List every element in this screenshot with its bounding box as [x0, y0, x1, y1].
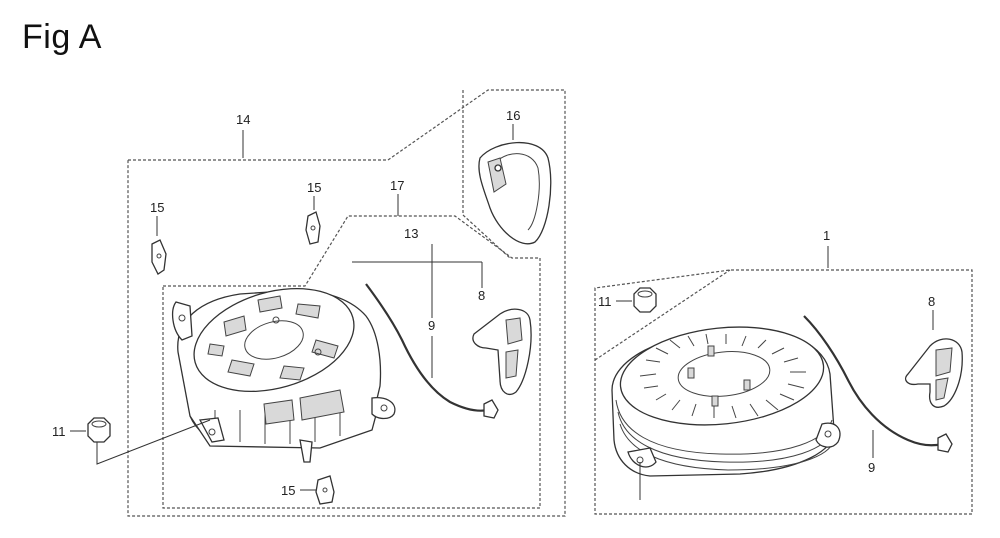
guard-part-16: [478, 141, 552, 245]
callout-8-right: 8: [928, 294, 935, 309]
assembly-14-boundary: [127, 89, 566, 517]
clip-part-15-mid: [305, 211, 321, 245]
starter-pulley-assembly: [171, 287, 396, 463]
callout-14: 14: [236, 112, 250, 127]
callout-13: 13: [404, 226, 418, 241]
clip-part-15-left: [151, 239, 167, 275]
starter-rope-right: [803, 315, 953, 453]
flange-nut-right: [633, 287, 657, 313]
starter-rope-left: [365, 283, 499, 419]
callout-15-mid: 15: [307, 180, 321, 195]
leader-13: [352, 244, 482, 263]
callout-17: 17: [390, 178, 404, 193]
assembly-17-boundary: [162, 215, 541, 509]
figure-title: Fig A: [22, 18, 102, 56]
recoil-starter-assembly: [611, 326, 841, 477]
callout-8-left: 8: [478, 288, 485, 303]
callout-9-right: 9: [868, 460, 875, 475]
callout-15-bottom: 15: [281, 483, 295, 498]
vent-slots: [639, 333, 806, 419]
callout-1: 1: [823, 228, 830, 243]
guard-16-boundary: [462, 90, 511, 259]
starter-handle-left: [472, 308, 532, 395]
starter-handle-right: [904, 338, 963, 408]
callout-15-left: 15: [150, 200, 164, 215]
clip-part-15-bottom: [315, 475, 335, 505]
assembly-1-boundary: [594, 269, 973, 515]
callout-11-right: 11: [598, 294, 612, 309]
assembly-1-inner: [594, 269, 731, 361]
leader-11-left-to-housing: [96, 419, 211, 465]
callout-11-left: 11: [52, 424, 66, 439]
callout-16: 16: [506, 108, 520, 123]
flange-nut-left: [87, 417, 111, 443]
callout-9-left: 9: [428, 318, 435, 333]
